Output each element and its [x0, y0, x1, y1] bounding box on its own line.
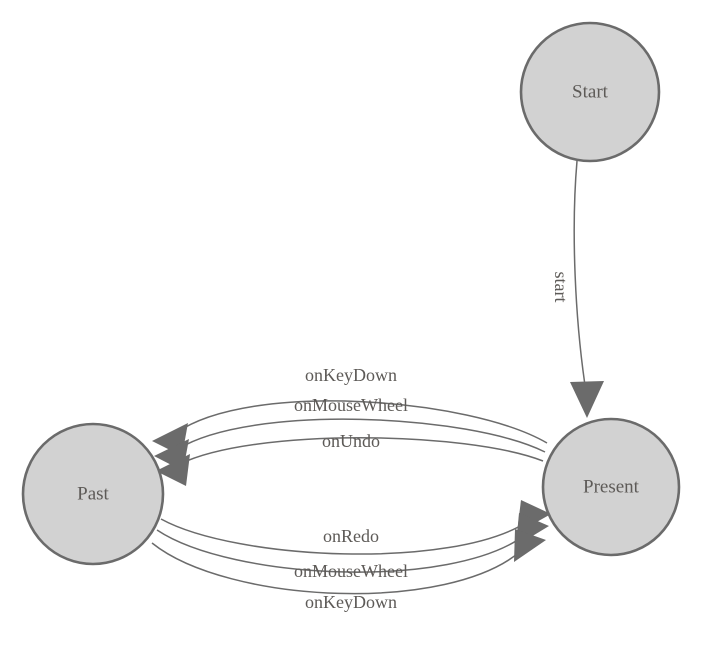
node-start[interactable]: Start [519, 21, 661, 163]
node-present-circle [541, 417, 681, 557]
edge-past-to-present-onkeydown[interactable]: onKeyDown [151, 529, 546, 612]
edge-label-past-present-redo: onRedo [323, 526, 379, 546]
node-start-circle [519, 21, 661, 163]
node-start-label: Start [572, 81, 609, 102]
node-past-label: Past [77, 483, 109, 504]
edge-path-present-past-keydown [175, 400, 548, 444]
node-present[interactable]: Present [541, 417, 681, 557]
node-past[interactable]: Past [21, 422, 165, 566]
edge-label-start: start [551, 272, 571, 303]
edge-present-to-past-onundo[interactable]: onUndo [156, 431, 544, 486]
node-present-label: Present [583, 476, 640, 497]
edge-path-past-present-keydown [151, 542, 523, 595]
node-past-circle [21, 422, 165, 566]
edge-label-past-present-wheel: onMouseWheel [294, 561, 408, 581]
edge-label-present-past-wheel: onMouseWheel [294, 395, 408, 415]
arrowhead-past-present-keydown [514, 529, 546, 562]
edge-label-past-present-keydown: onKeyDown [305, 592, 397, 612]
edge-path-start-present [573, 160, 587, 393]
edge-path-past-present-redo [160, 518, 528, 555]
edge-start-to-present[interactable]: start [551, 160, 604, 418]
arrowhead-start-present [570, 381, 604, 418]
edge-label-present-past-undo: onUndo [322, 431, 380, 451]
arrowhead-present-past-undo [156, 454, 190, 486]
edge-path-present-past-wheel [177, 418, 546, 453]
edge-past-to-present-onmousewheel[interactable]: onMouseWheel [156, 513, 549, 581]
edge-path-past-present-wheel [156, 529, 526, 573]
edge-path-present-past-undo [179, 437, 544, 465]
edge-past-to-present-onredo[interactable]: onRedo [160, 500, 551, 555]
edge-label-present-past-keydown: onKeyDown [305, 365, 397, 385]
